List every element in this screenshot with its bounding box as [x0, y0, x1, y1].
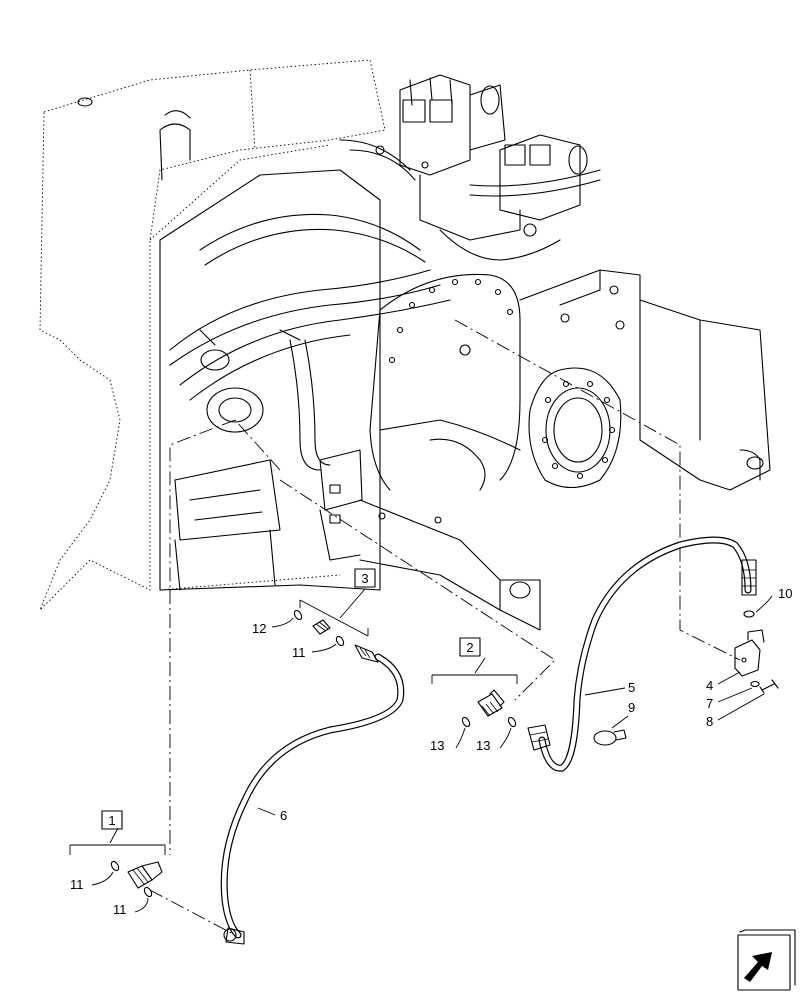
callout-1: 1: [108, 813, 115, 828]
callout-13: 13: [476, 738, 490, 753]
callout-13: 13: [430, 738, 444, 753]
group-2: 2 13 13: [430, 637, 518, 753]
elbow-fitting-4-icon: [734, 629, 765, 677]
o-ring-icon: [143, 886, 153, 898]
callout-3: 3: [361, 571, 368, 586]
assembly-centerlines: [149, 319, 741, 936]
hydraulic-hose-5: 5: [527, 536, 757, 772]
bolt-8-icon: [759, 679, 779, 694]
callout-11: 11: [70, 877, 84, 892]
group-1: 1 11 11: [69, 810, 166, 917]
right-elbow-assembly: 10 4 7 8: [706, 586, 792, 729]
o-ring-icon: [335, 635, 345, 647]
washer-7-icon: [750, 680, 760, 688]
callout-4: 4: [706, 678, 713, 693]
hose-clamp-9-icon: 9: [593, 700, 635, 746]
callout-8: 8: [706, 714, 713, 729]
fitting-1-icon: [127, 861, 163, 889]
callout-6: 6: [280, 808, 287, 823]
hydraulic-hose-6: 6: [220, 644, 405, 945]
o-ring-10-icon: [743, 610, 755, 618]
callout-box-1: [101, 810, 123, 830]
control-valve-stack: [339, 74, 601, 261]
callout-5: 5: [628, 680, 635, 695]
group-3: 3 12 11: [252, 568, 376, 660]
rear-axle-housing: [359, 269, 771, 631]
callout-12: 12: [252, 621, 266, 636]
tractor-frame-housing: [39, 59, 451, 611]
callout-box-3: [354, 568, 376, 588]
callout-11: 11: [113, 902, 127, 917]
callout-10: 10: [778, 586, 792, 601]
callout-11: 11: [292, 645, 306, 660]
o-ring-icon: [110, 860, 120, 872]
callout-9: 9: [628, 700, 635, 715]
o-ring-icon: [293, 609, 303, 621]
next-page-arrow-icon[interactable]: [737, 929, 796, 991]
fitting-2-icon: [477, 689, 505, 717]
callout-7: 7: [706, 696, 713, 711]
callout-2: 2: [466, 640, 473, 655]
fitting-12-icon: [312, 619, 331, 635]
o-ring-icon: [461, 716, 471, 728]
o-ring-icon: [507, 716, 517, 728]
callout-box-2: [459, 637, 481, 657]
